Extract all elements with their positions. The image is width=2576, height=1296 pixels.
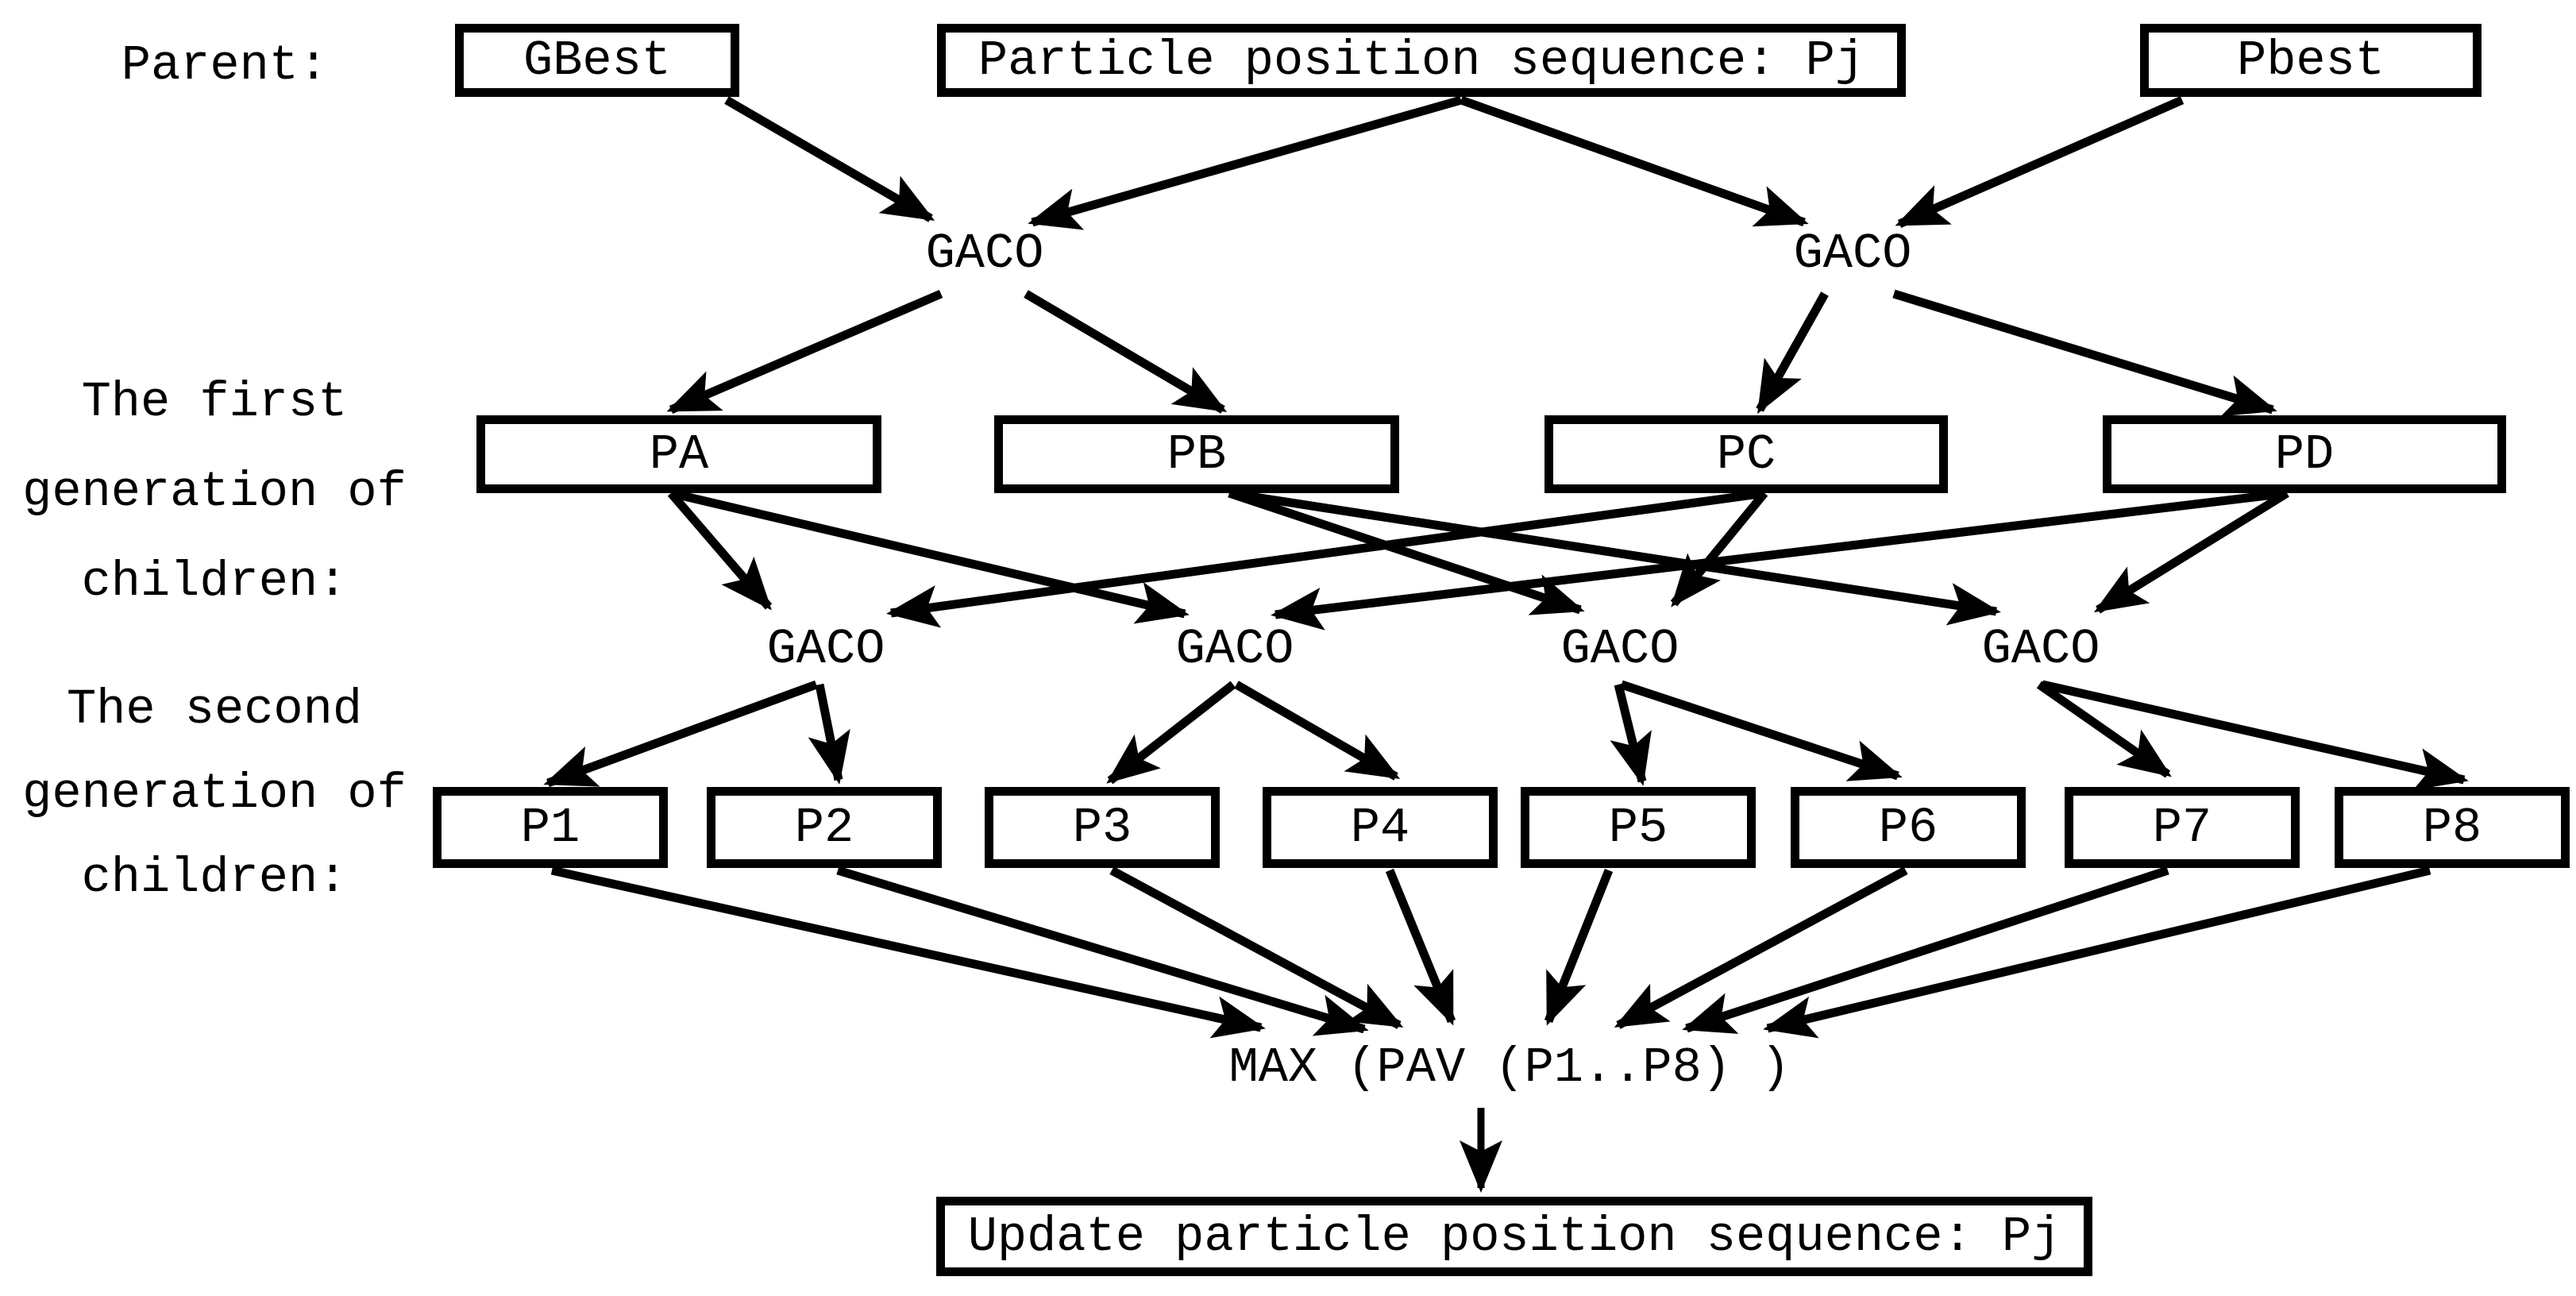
first-generation-label-line2: generation of (22, 464, 407, 520)
edge-gaco-l-to-pb (1024, 290, 1228, 414)
second-generation-label-line3: children: (81, 850, 348, 906)
second-generation-label: The second generation of children: (0, 668, 429, 920)
node-pd: PD (2103, 415, 2506, 493)
second-generation-label-line1: The second (66, 681, 363, 738)
edge-p7-to-max (1682, 866, 2169, 1034)
node-p2: P2 (707, 787, 942, 868)
edge-pa-to-gaco-1 (667, 490, 773, 611)
first-generation-label-line3: children: (81, 554, 348, 610)
edge-pd-to-gaco-4 (2093, 489, 2289, 614)
first-generation-label-line1: The first (81, 374, 348, 430)
edge-p2-to-max (836, 866, 1369, 1036)
gaco-operator-2: GACO (1175, 621, 1294, 677)
node-pa: PA (476, 415, 881, 493)
node-p6: P6 (1791, 787, 2026, 868)
edge-gaco-2-to-p4 (1234, 681, 1401, 781)
edge-p4-to-max (1385, 868, 1456, 1026)
edge-gaco-4-to-p8 (2041, 680, 2469, 791)
edge-pc-to-gaco-1 (886, 488, 1765, 628)
edge-pa-to-gaco-2 (669, 488, 1190, 624)
gaco-right-operator: GACO (1793, 226, 1912, 282)
node-p4: P4 (1263, 787, 1498, 868)
gaco-operator-4: GACO (1981, 621, 2100, 677)
node-gbest: GBest (455, 24, 739, 97)
edge-p6-to-max (1614, 866, 1908, 1029)
gaco-left-operator: GACO (925, 226, 1044, 282)
edge-gaco-4-to-p7 (2036, 681, 2172, 778)
node-p5: P5 (1521, 787, 1756, 868)
node-pbest: Pbest (2140, 24, 2482, 97)
gaco-operator-1: GACO (766, 621, 885, 677)
edge-pbest-to-gaco-r (1895, 95, 2185, 229)
edge-gaco-3-to-p5 (1610, 683, 1652, 786)
edge-gaco-r-to-pd (1892, 289, 2277, 417)
node-pb: PB (994, 415, 1399, 493)
node-pc: PC (1544, 415, 1948, 493)
node-p3: P3 (985, 787, 1220, 868)
edge-pj-to-gaco-r (1460, 95, 1809, 227)
gaco-operator-3: GACO (1560, 621, 1679, 677)
edge-gaco-1-to-p1 (543, 680, 818, 788)
edge-p8-to-max (1763, 866, 2431, 1039)
edge-p5-to-max (1544, 868, 1614, 1026)
edge-p3-to-max (1109, 866, 1404, 1029)
parent-row-label: Parent: (121, 37, 329, 94)
edge-gaco-2-to-p3 (1106, 681, 1236, 785)
node-p8: P8 (2335, 787, 2570, 868)
edge-pj-to-gaco-l (1028, 95, 1463, 230)
edge-pc-to-gaco-3 (1670, 490, 1768, 608)
node-update-particle-position: Update particle position sequence: Pj (936, 1197, 2092, 1276)
edge-gaco-r-to-pc (1756, 291, 1829, 415)
max-pav-selection: MAX (PAV (P1..P8) ) (1228, 1040, 1791, 1096)
edge-gaco-l-to-pa (666, 289, 943, 415)
first-generation-label: The first generation of children: (0, 357, 429, 627)
edge-p1-to-max (550, 866, 1266, 1039)
node-p1: P1 (433, 787, 668, 868)
edge-pd-to-gaco-2 (1271, 488, 2288, 631)
edge-gaco-3-to-p6 (1620, 680, 1903, 781)
second-generation-label-line2: generation of (22, 766, 407, 822)
edge-gaco-1-to-p2 (808, 683, 850, 785)
edge-pb-to-gaco-4 (1228, 488, 2001, 626)
edge-gbest-to-gaco-l (724, 96, 935, 222)
edge-pb-to-gaco-3 (1228, 488, 1585, 615)
node-particle-position-sequence: Particle position sequence: Pj (937, 24, 1906, 97)
node-p7: P7 (2065, 787, 2300, 868)
